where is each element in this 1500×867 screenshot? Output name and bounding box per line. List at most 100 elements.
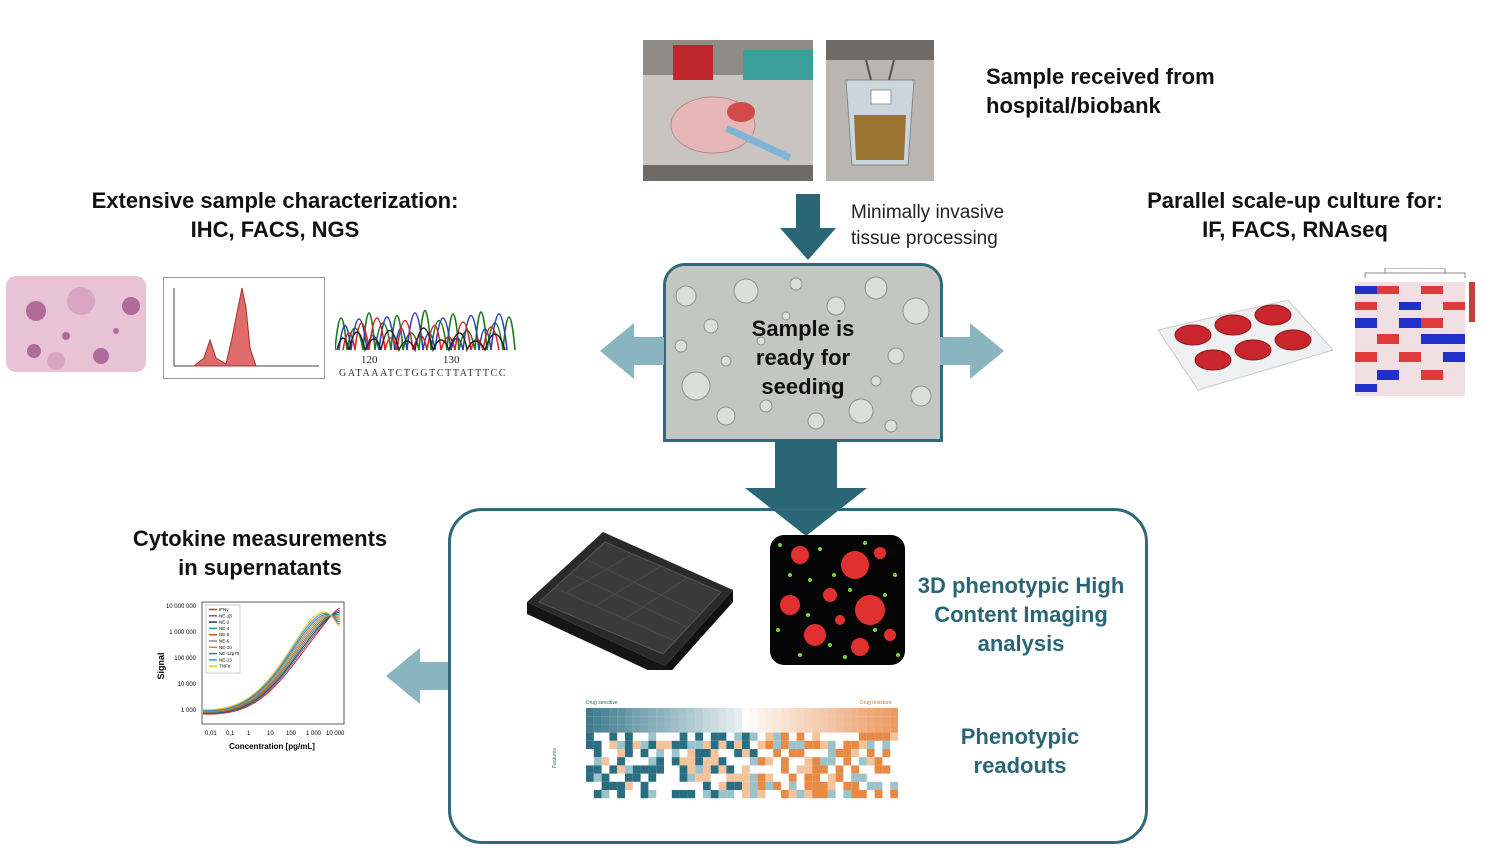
heatmap-cell bbox=[882, 749, 891, 758]
heatmap-cell bbox=[742, 765, 750, 774]
readouts-box bbox=[448, 508, 1148, 844]
processing-note: Minimally invasive tissue processing bbox=[851, 200, 1004, 252]
heatmap-cell bbox=[765, 781, 774, 790]
heatmap-cell bbox=[664, 724, 672, 733]
heatmap-cell bbox=[625, 765, 633, 774]
heatmap-cell bbox=[726, 708, 735, 717]
phenotypic-title: Phenotypic readouts bbox=[930, 722, 1110, 780]
heatmap-cell bbox=[804, 773, 813, 782]
hci-line1: 3D phenotypic High bbox=[917, 573, 1125, 598]
heatmap-cell bbox=[742, 781, 750, 790]
heatmap-cell bbox=[866, 732, 875, 741]
characterization-line2: IHC, FACS, NGS bbox=[190, 217, 360, 242]
heatmap-cell bbox=[586, 765, 594, 774]
heatmap-cell bbox=[835, 724, 844, 733]
heatmap-cell bbox=[749, 732, 758, 741]
hci-title: 3D phenotypic High Content Imaging analy… bbox=[905, 571, 1137, 658]
legend-entry: NE-1β bbox=[219, 613, 232, 618]
heatmap-cell bbox=[874, 757, 883, 766]
heatmap-cell bbox=[890, 708, 898, 717]
lab-photo-bag bbox=[826, 40, 934, 181]
heatmap-cell bbox=[765, 732, 774, 741]
heatmap-cell bbox=[734, 732, 742, 741]
cytokine-curve bbox=[202, 613, 341, 712]
heatmap-cell bbox=[664, 716, 672, 725]
heatmap-cell bbox=[827, 790, 836, 799]
heatmap-cell bbox=[703, 765, 711, 774]
heatmap-cell bbox=[788, 790, 797, 799]
heatmap-cell bbox=[765, 716, 774, 725]
hci-line2: Content Imaging bbox=[934, 602, 1108, 627]
heatmap-cells bbox=[586, 708, 898, 799]
heatmap-cell bbox=[742, 773, 750, 782]
cytokine-curve bbox=[202, 611, 341, 714]
heatmap-cell bbox=[726, 765, 735, 774]
heatmap-cell bbox=[679, 790, 688, 799]
center-line1: Sample is bbox=[751, 316, 855, 341]
hci-microscopy-image bbox=[770, 535, 905, 665]
heatmap-cell bbox=[703, 749, 711, 758]
received-line2: hospital/biobank bbox=[986, 93, 1161, 118]
heatmap-cell bbox=[866, 749, 875, 758]
heatmap-cell bbox=[781, 790, 789, 799]
heatmap-cell bbox=[890, 724, 898, 733]
heatmap-cell bbox=[796, 790, 805, 799]
heatmap-cell bbox=[835, 749, 844, 758]
heatmap-cell bbox=[656, 708, 664, 717]
heatmap-cell bbox=[851, 781, 859, 790]
heatmap-cell bbox=[632, 773, 641, 782]
heatmap-cell bbox=[593, 773, 602, 782]
ytick-3: 10 000 bbox=[178, 682, 197, 688]
heatmap-cell bbox=[710, 708, 719, 717]
heatmap-cell bbox=[890, 781, 898, 790]
heatmap-cell bbox=[859, 716, 867, 725]
heatmap-cell bbox=[742, 740, 750, 749]
heatmap-cell bbox=[648, 773, 657, 782]
heatmap-cell bbox=[648, 732, 657, 741]
heatmap-cell bbox=[679, 757, 688, 766]
cytokine-line1: Cytokine measurements bbox=[132, 526, 388, 551]
ytick-1: 1 000 000 bbox=[169, 630, 196, 636]
xtick-3: 10 bbox=[267, 731, 274, 737]
ytick-0: 10 000 000 bbox=[166, 604, 197, 610]
heatmap-cell bbox=[859, 732, 867, 741]
heatmap-cell bbox=[640, 765, 649, 774]
heatmap-cell bbox=[734, 724, 742, 733]
heatmap-cell bbox=[757, 790, 766, 799]
heatmap-cell bbox=[656, 765, 664, 774]
heatmap-cell bbox=[648, 757, 657, 766]
heatmap-cell bbox=[734, 716, 742, 725]
heatmap-cell bbox=[593, 708, 602, 717]
legend-entry: IFNγ bbox=[219, 607, 229, 612]
heatmap-cell bbox=[765, 740, 774, 749]
arrow-left-center bbox=[600, 323, 664, 379]
center-line3: seeding bbox=[761, 374, 845, 399]
heatmap-cell bbox=[726, 716, 735, 725]
heatmap-cell bbox=[710, 757, 719, 766]
heatmap-cell bbox=[866, 716, 875, 725]
ytick-2: 100 000 bbox=[174, 656, 196, 662]
heatmap-cell bbox=[866, 724, 875, 733]
legend-entry: NE-4 bbox=[219, 626, 230, 631]
heatmap-cell bbox=[718, 708, 727, 717]
heatmap-cell bbox=[609, 765, 618, 774]
heatmap-cell bbox=[586, 724, 594, 733]
heatmap-cell bbox=[632, 708, 641, 717]
sequence-tick-120: 120 bbox=[361, 354, 378, 366]
heatmap-cell bbox=[773, 781, 781, 790]
heatmap-cell bbox=[781, 740, 789, 749]
heatmap-cell bbox=[882, 708, 891, 717]
heatmap-cell bbox=[851, 790, 859, 799]
heatmap-cell bbox=[804, 765, 813, 774]
scaleup-line2: IF, FACS, RNAseq bbox=[1202, 217, 1388, 242]
heatmap-cell bbox=[843, 749, 852, 758]
heatmap-cell bbox=[609, 732, 618, 741]
received-title: Sample received from hospital/biobank bbox=[986, 62, 1215, 120]
heatmap-cell bbox=[890, 790, 898, 799]
heatmap-cell bbox=[703, 757, 711, 766]
characterization-line1: Extensive sample characterization: bbox=[91, 188, 459, 213]
heatmap-cell bbox=[687, 740, 696, 749]
heatmap-cell bbox=[749, 749, 758, 758]
heatmap-cell bbox=[687, 716, 696, 725]
heatmap-cell bbox=[843, 740, 852, 749]
